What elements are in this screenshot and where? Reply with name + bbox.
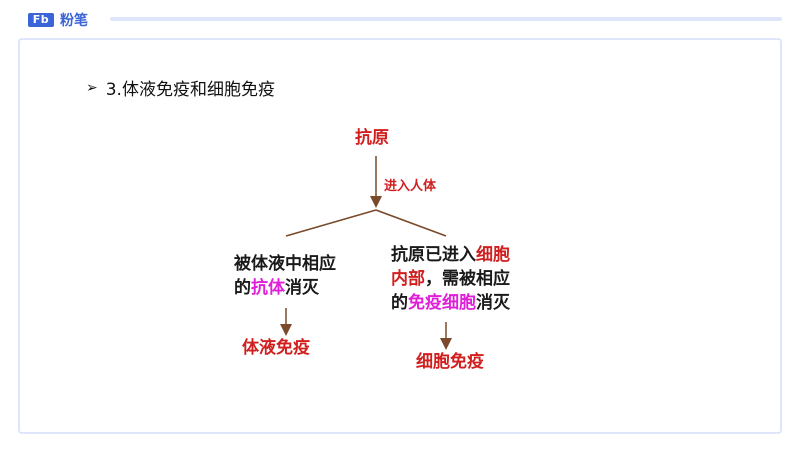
left-branch-line1: 被体液中相应 — [234, 254, 336, 274]
arrow-bullet-icon: ➢ — [86, 79, 98, 96]
right-branch-line3: 的免疫细胞消灭 — [391, 293, 510, 313]
header-divider — [110, 17, 782, 21]
left-result: 体液免疫 — [242, 338, 310, 358]
split-left-line — [285, 209, 377, 237]
split-right-line — [375, 209, 447, 237]
content-frame — [18, 38, 782, 434]
left-branch-text: 被体液中相应 的抗体消灭 — [234, 252, 336, 300]
left-branch-line2: 的抗体消灭 — [234, 278, 319, 298]
right-branch-line2: 内部，需被相应 — [391, 269, 510, 289]
logo-mark: Fb — [28, 13, 54, 27]
root-node: 抗原 — [355, 128, 389, 148]
heading-text: 3.体液免疫和细胞免疫 — [105, 80, 275, 100]
right-result: 细胞免疫 — [416, 352, 484, 372]
brand-name: 粉笔 — [60, 13, 88, 29]
right-branch-line1: 抗原已进入细胞 — [391, 245, 510, 265]
entry-label: 进入人体 — [384, 179, 437, 194]
slide-heading: ➢ 3.体液免疫和细胞免疫 — [86, 75, 275, 101]
brand-logo: Fb 粉笔 — [28, 10, 88, 30]
right-branch-text: 抗原已进入细胞 内部，需被相应 的免疫细胞消灭 — [391, 243, 510, 315]
